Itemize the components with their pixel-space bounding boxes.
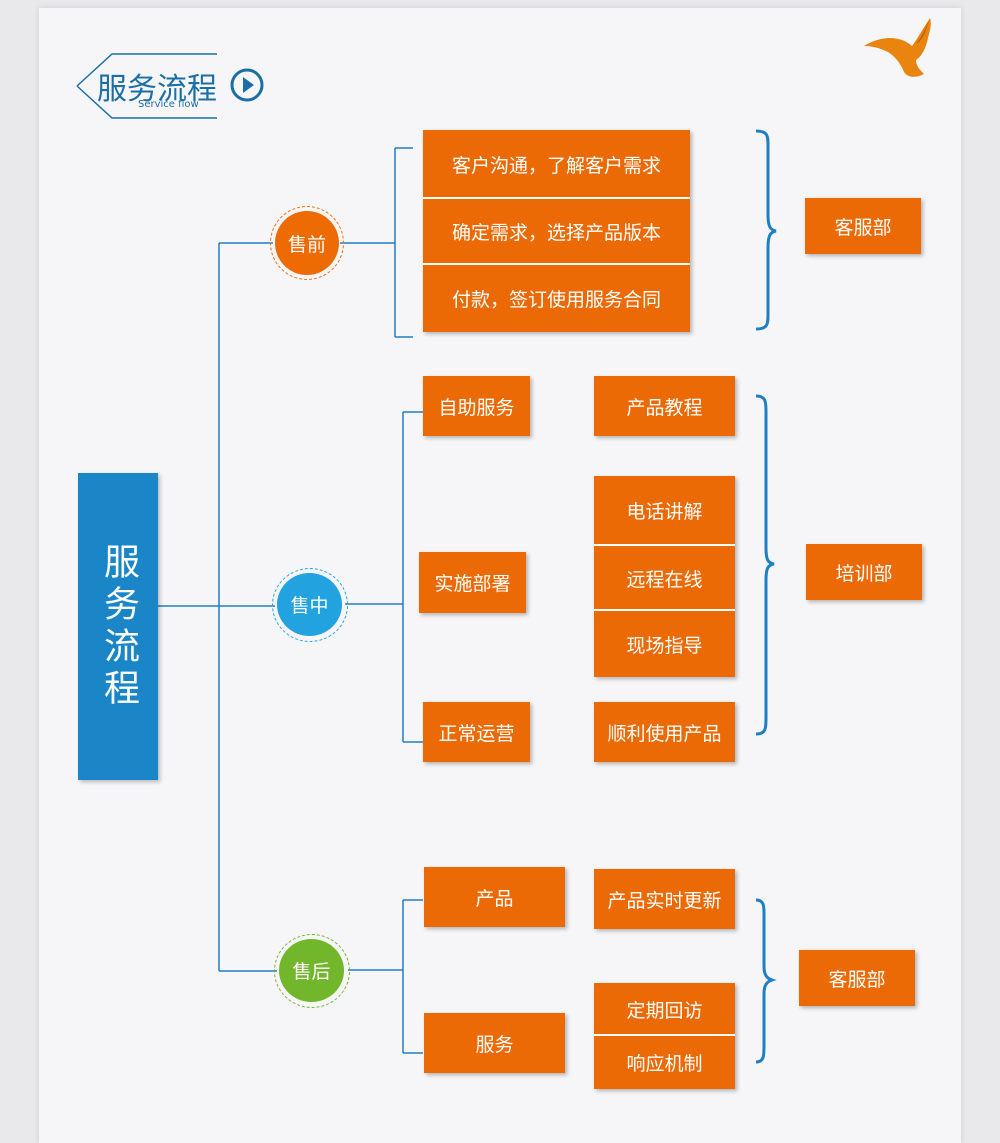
- onsite-guidance-item: 现场指导: [594, 611, 735, 677]
- use-product-box: 顺利使用产品: [594, 702, 735, 762]
- main-process-label: 服务流程: [78, 473, 158, 780]
- page-subtitle: Service flow: [138, 99, 199, 110]
- training-department: 培训部: [806, 544, 922, 600]
- deployment-box: 实施部署: [419, 552, 526, 613]
- regular-visit-item: 定期回访: [594, 983, 735, 1035]
- deployment-methods: 电话讲解 远程在线 现场指导: [594, 476, 735, 677]
- phone-explain-item: 电话讲解: [594, 476, 735, 545]
- after-sale-node: 售后: [279, 939, 344, 1002]
- in-sale-ring: [272, 568, 348, 642]
- pre-sale-step-3: 付款，签订使用服务合同: [423, 265, 690, 332]
- normal-operation-box: 正常运营: [423, 702, 530, 762]
- product-tutorial-box: 产品教程: [594, 376, 735, 436]
- pre-sale-ring: [270, 206, 344, 280]
- pre-sale-department: 客服部: [805, 198, 921, 254]
- divider: [423, 263, 690, 265]
- service-box: 服务: [424, 1013, 565, 1073]
- page-title: 服务流程: [97, 72, 217, 107]
- service-items: 定期回访 响应机制: [594, 983, 735, 1089]
- self-service-box: 自助服务: [423, 376, 530, 436]
- response-mechanism-item: 响应机制: [594, 1036, 735, 1089]
- after-sale-ring: [274, 934, 350, 1008]
- bird-logo-icon: [864, 18, 931, 77]
- divider: [423, 197, 690, 199]
- pre-sale-step-2: 确定需求，选择产品版本: [423, 199, 690, 264]
- play-icon[interactable]: [229, 67, 265, 103]
- header-badge: [76, 53, 217, 119]
- divider: [594, 609, 735, 611]
- divider: [594, 1034, 735, 1036]
- product-update-box: 产品实时更新: [594, 869, 735, 929]
- pre-sale-steps: 客户沟通，了解客户需求 确定需求，选择产品版本 付款，签订使用服务合同: [423, 130, 690, 332]
- pre-sale-node: 售前: [275, 211, 339, 275]
- pre-sale-step-1: 客户沟通，了解客户需求: [423, 130, 690, 198]
- product-box: 产品: [424, 867, 565, 927]
- after-sale-department: 客服部: [799, 950, 915, 1006]
- in-sale-node: 售中: [277, 573, 342, 636]
- remote-online-item: 远程在线: [594, 546, 735, 610]
- divider: [594, 544, 735, 546]
